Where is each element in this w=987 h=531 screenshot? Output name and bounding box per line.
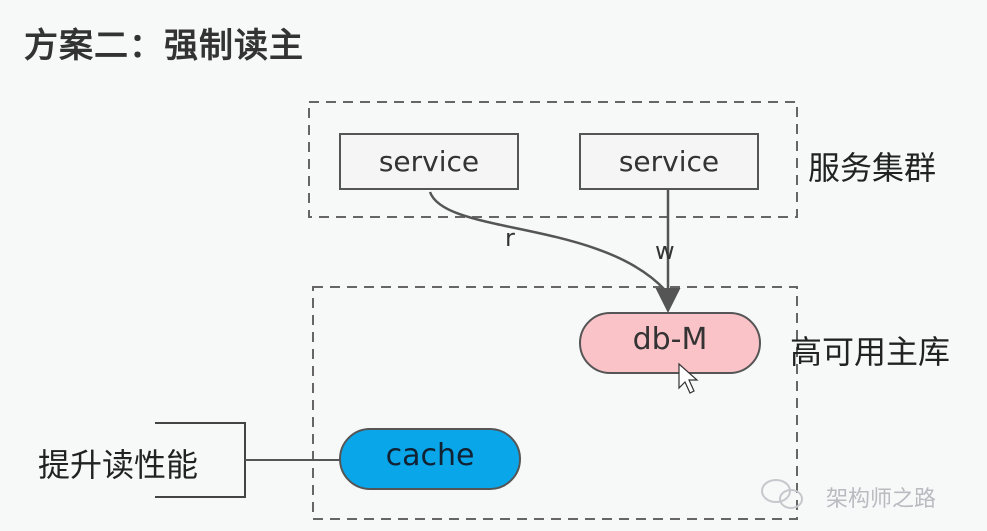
read-edge-label: r	[505, 224, 515, 252]
read-edge	[428, 191, 666, 291]
wechat-icon	[761, 479, 803, 509]
db-master-node	[579, 312, 761, 374]
mouse-cursor-icon	[678, 362, 699, 394]
service-cluster-frame	[308, 101, 798, 218]
service-left-label: service	[378, 145, 480, 178]
service-cluster-label: 服务集群	[808, 149, 937, 187]
watermark: 架构师之路	[826, 487, 937, 512]
service-left-box	[339, 133, 519, 190]
service-right-label: service	[618, 145, 720, 178]
page-title: 方案二：强制读主	[24, 26, 304, 66]
db-cluster-frame	[312, 286, 798, 520]
db-cluster-label: 高可用主库	[790, 333, 951, 371]
annotation-label: 提升读性能	[38, 446, 199, 484]
db-master-label: db-M	[632, 322, 708, 357]
cache-label: cache	[385, 438, 475, 473]
write-edge-label: w	[655, 237, 675, 265]
service-right-box	[579, 133, 759, 190]
